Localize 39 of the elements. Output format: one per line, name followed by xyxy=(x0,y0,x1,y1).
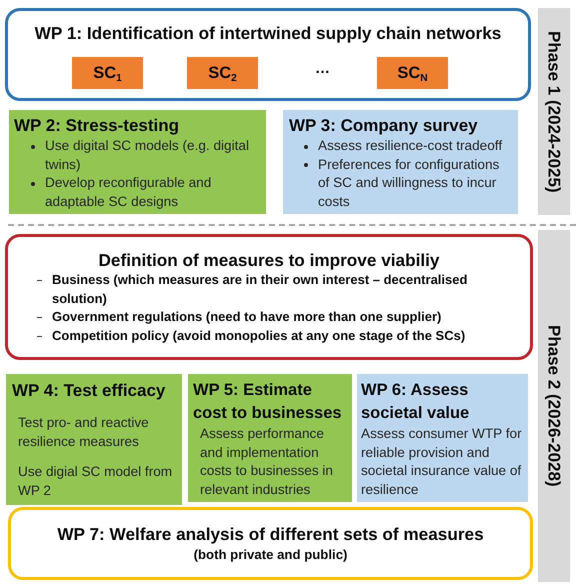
body-text: Assess consumer WTP for reliable provision and societal insurance value of resilience xyxy=(361,425,523,498)
supply-chain-block xyxy=(72,57,143,89)
supply-chain-block xyxy=(377,57,448,89)
card-heading: WP 2: Stress-testing xyxy=(14,115,180,137)
frame-heading: WP 1: Identification of intertwined supply chain networks xyxy=(34,22,502,44)
frame-heading: WP 7: Welfare analysis of different sets of measures xyxy=(57,523,484,545)
phase-label: Phase 2 (2026-2028) xyxy=(544,325,564,487)
work-package-card xyxy=(6,374,182,505)
subheading: (both private and public) xyxy=(194,546,348,564)
work-package-frame xyxy=(8,507,533,580)
card-heading: WP 5: Estimate cost to businesses xyxy=(193,380,343,424)
ellipsis-text: … xyxy=(315,60,330,78)
work-package-card xyxy=(188,374,352,502)
bullet-item: Develop reconfigurable and adaptable SC designs xyxy=(31,174,258,211)
work-package-frame xyxy=(5,8,531,101)
block-label: SC$_{1}$ xyxy=(93,64,122,82)
body-text: Use digial SC model from WP 2 xyxy=(18,463,174,500)
measures-frame xyxy=(5,234,533,360)
body-text: Assess performance and implementation costs to businesses in relevant industries xyxy=(200,425,334,498)
body-text: Test pro- and reactive resilience measures xyxy=(18,414,150,450)
dash-item: Competition policy (avoid monopolies at any one stage of the SCs) xyxy=(36,326,522,345)
card-heading: WP 6: Assess societal value xyxy=(361,380,470,424)
phase-label: Phase 1 (2024-2025) xyxy=(544,30,564,192)
card-heading: WP 3: Company survey xyxy=(289,115,479,137)
phase-bar xyxy=(538,230,570,582)
dash-item: Business (which measures are in their own interest – decentralised solution) xyxy=(36,271,522,308)
bullet-item: Preferences for configurations of SC and willingness to incur costs xyxy=(304,156,510,211)
frame-heading: Definition of measures to improve viabiliy xyxy=(98,249,440,271)
work-package-card xyxy=(283,110,518,214)
bullet-item: Use digital SC models (e.g. digital twins) xyxy=(31,137,258,174)
work-package-card xyxy=(9,110,266,214)
dash-item: Government regulations (need to have more than one supplier) xyxy=(36,308,522,326)
bullet-item: Assess resilience-cost tradeoff xyxy=(304,137,510,156)
work-package-card xyxy=(357,374,528,502)
phase-bar xyxy=(538,8,570,215)
block-label: SC$_{2}$ xyxy=(208,64,237,82)
block-label: SC$_{N}$ xyxy=(397,64,428,82)
card-heading: WP 4: Test efficacy xyxy=(12,380,166,402)
supply-chain-block xyxy=(187,57,258,89)
